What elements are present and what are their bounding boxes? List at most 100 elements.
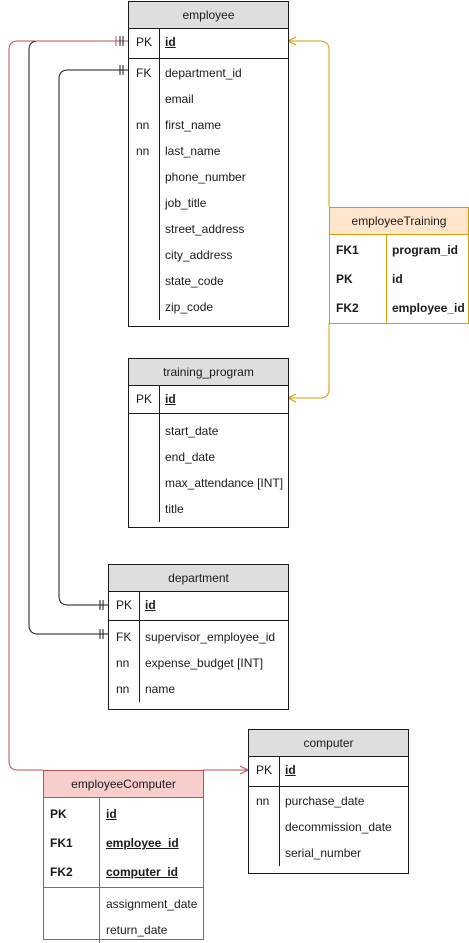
key-label: FK1 [50, 836, 73, 850]
field-row[interactable]: end_date [129, 444, 288, 470]
many-marker-icon [286, 36, 297, 46]
one-marker-icon [119, 65, 124, 75]
entity-title: employee [129, 2, 288, 29]
keys-section: FK1 program_id PK id FK2 employee_id [330, 235, 468, 323]
field-row[interactable]: max_attendance [INT] [129, 470, 288, 496]
field-row[interactable]: job_title [129, 190, 288, 216]
field-name: id [392, 272, 403, 286]
field-row[interactable]: phone_number [129, 164, 288, 190]
field-name: id [285, 763, 296, 777]
field-row[interactable]: nn first_name [129, 112, 288, 138]
one-marker-icon [99, 629, 104, 639]
field-name: computer_id [106, 865, 179, 879]
field-name: first_name [165, 118, 222, 132]
entity-employeetraining[interactable]: employeeTraining FK1 program_id PK id FK2 e… [329, 207, 469, 324]
field-name: end_date [165, 450, 216, 464]
field-name: start_date [165, 424, 219, 438]
field-name: purchase_date [285, 794, 365, 808]
entity-title: training_program [129, 359, 288, 386]
pk-row[interactable]: PK id [129, 386, 288, 412]
key-label: nn [136, 118, 150, 132]
key-label: nn [136, 144, 150, 158]
field-row[interactable]: FK1 program_id [330, 236, 468, 265]
field-name: serial_number [285, 846, 362, 860]
key-label: PK [50, 807, 67, 821]
field-row[interactable]: serial_number [249, 840, 408, 866]
field-name: department_id [165, 66, 242, 80]
pk-row[interactable]: PK id [249, 757, 408, 786]
field-name: phone_number [165, 170, 246, 184]
field-row[interactable]: zip_code [129, 294, 288, 320]
link-employee-department-supervisor [28, 40, 128, 635]
field-row[interactable]: FK1 employee_id [44, 829, 203, 858]
entity-training-program[interactable]: training_program PK id start_date end_da… [128, 358, 289, 528]
field-row[interactable]: PK id [44, 800, 203, 829]
field-name: employee_id [106, 836, 179, 850]
field-row[interactable]: decommission_date [249, 814, 408, 840]
key-label: FK [116, 630, 132, 644]
field-name: state_code [165, 274, 224, 288]
entity-employeecomputer[interactable]: employeeComputer PK id FK1 employee_id FK2… [43, 770, 204, 943]
field-row[interactable]: return_date [44, 917, 203, 943]
entity-title: department [109, 565, 288, 592]
field-name: name [145, 682, 176, 696]
field-name: zip_code [165, 300, 214, 314]
field-row[interactable]: title [129, 496, 288, 522]
pk-section: PK id [129, 386, 288, 413]
field-name: id [165, 392, 176, 406]
field-name: email [165, 92, 194, 106]
entity-title: employeeTraining [330, 208, 468, 235]
key-label: PK [336, 272, 353, 286]
field-row[interactable]: nn last_name [129, 138, 288, 164]
field-name: program_id [392, 243, 459, 257]
field-name: decommission_date [285, 820, 392, 834]
field-row[interactable]: PK id [330, 265, 468, 294]
pk-section: PK id [109, 592, 288, 620]
field-name: last_name [165, 144, 221, 158]
field-name: id [145, 598, 156, 612]
fields-section: nn purchase_date decommission_date serial… [249, 786, 408, 866]
field-name: assignment_date [106, 897, 198, 911]
one-marker-icon [99, 600, 104, 610]
pk-section: PK id [249, 757, 408, 786]
field-name: return_date [106, 923, 168, 937]
field-name: title [165, 502, 184, 516]
field-row[interactable]: FK2 employee_id [330, 294, 468, 323]
key-label: nn [116, 656, 130, 670]
field-row[interactable]: email [129, 86, 288, 112]
pk-row[interactable]: PK id [129, 29, 288, 58]
one-marker-icon [119, 36, 124, 46]
field-row[interactable]: start_date [129, 418, 288, 444]
key-label: PK [116, 598, 133, 612]
key-label: nn [256, 794, 270, 808]
pk-section: PK id [129, 29, 288, 58]
field-name: id [106, 807, 117, 821]
key-label: FK1 [336, 243, 359, 257]
field-row[interactable]: nn purchase_date [249, 788, 408, 814]
link-employee-employeetraining [288, 40, 330, 207]
field-name: employee_id [392, 301, 465, 315]
field-row[interactable]: city_address [129, 242, 288, 268]
field-row[interactable]: street_address [129, 216, 288, 242]
field-row[interactable]: state_code [129, 268, 288, 294]
entity-title: employeeComputer [44, 771, 203, 798]
fields-section: start_date end_date max_attendance [INT]… [129, 413, 288, 522]
link-employee-department-id [58, 69, 128, 606]
key-label: FK2 [336, 301, 359, 315]
many-marker-icon [286, 393, 297, 403]
pk-row[interactable]: PK id [109, 592, 288, 620]
field-row[interactable]: assignment_date [44, 891, 203, 917]
field-name: street_address [165, 222, 245, 236]
fields-section: assignment_date return_date [44, 887, 203, 943]
